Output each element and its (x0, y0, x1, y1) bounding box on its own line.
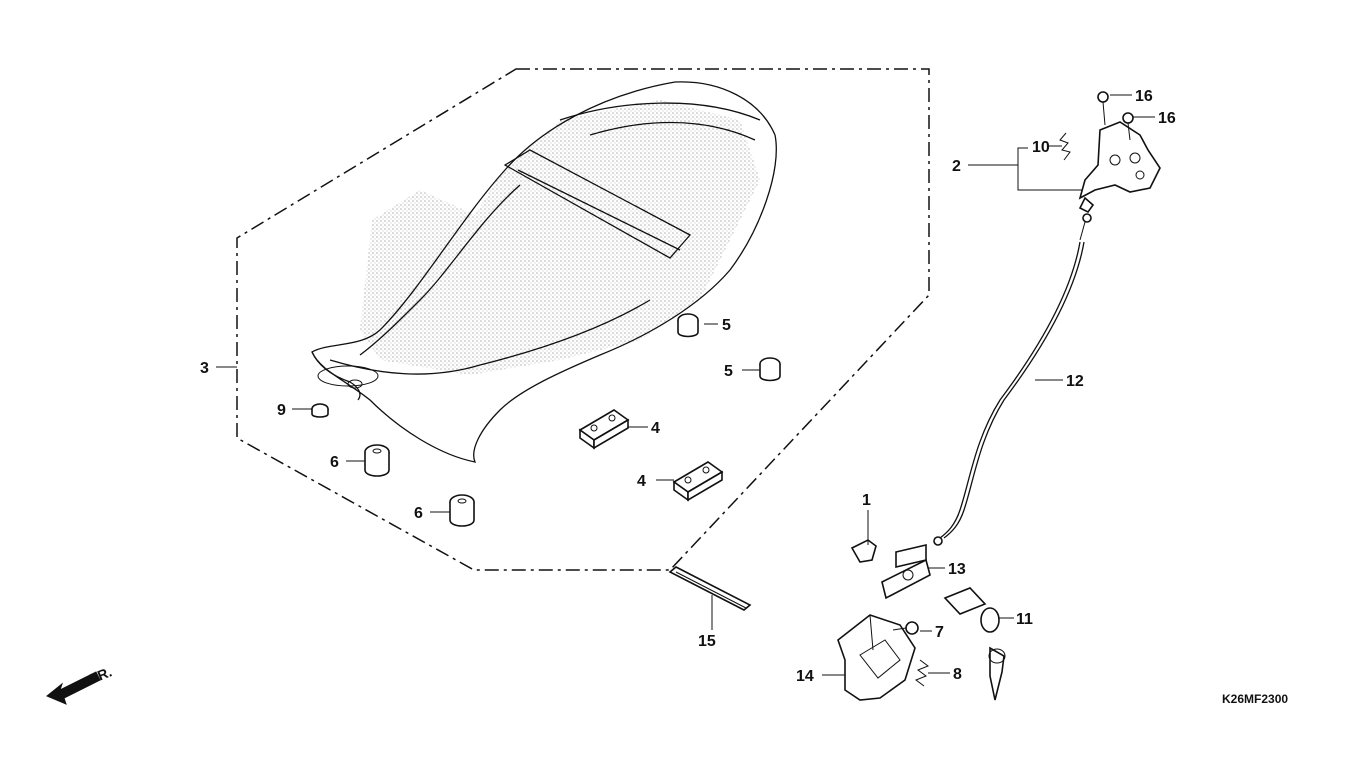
bracket-4b (672, 461, 724, 502)
callout-4b: 4 (637, 473, 646, 490)
callout-5b: 5 (724, 363, 733, 380)
front-arrow-icon (46, 671, 101, 705)
seat-lock-cable (933, 213, 1092, 546)
callout-6b: 6 (414, 505, 423, 522)
clip-1 (850, 539, 877, 563)
spring-15 (914, 659, 930, 687)
callout-12: 14 (796, 668, 814, 685)
callout-3: 3 (200, 360, 209, 377)
front-direction-indicator: FR. (46, 663, 114, 705)
bolt-14 (892, 621, 919, 635)
front-label: FR. (87, 663, 114, 686)
leader-lines (216, 94, 1155, 676)
diagram-code: K26MF2300 (1222, 692, 1288, 706)
rubber-cushion-5b (759, 357, 781, 382)
callout-16a: 16 (1135, 88, 1153, 105)
callout-15: 8 (953, 666, 962, 683)
cushion-6a (364, 444, 390, 477)
bracket-4a (578, 409, 630, 450)
grommet-7 (311, 403, 329, 418)
bracket-11 (881, 543, 931, 600)
key-cylinder-9 (943, 587, 1006, 701)
callout-9: 11 (1016, 611, 1033, 628)
callout-14: 7 (935, 624, 944, 641)
callout-7: 9 (277, 402, 286, 419)
callout-13: 15 (698, 633, 716, 650)
callout-4a: 4 (651, 420, 660, 437)
callout-5a: 5 (722, 317, 731, 334)
callout-16b: 16 (1158, 110, 1176, 127)
assembly-boundary (236, 68, 930, 571)
callout-11: 13 (948, 561, 966, 578)
lock-bracket-12 (837, 614, 916, 701)
callout-6a: 6 (330, 454, 339, 471)
seat (311, 81, 777, 463)
callout-8: 10 (1032, 139, 1050, 156)
callout-2: 2 (952, 158, 961, 175)
callout-10: 12 (1066, 373, 1084, 390)
seat-latch-assembly (1059, 91, 1161, 214)
strip-13 (668, 566, 752, 611)
cushion-6b (449, 494, 475, 527)
rubber-cushion-5a (677, 313, 699, 338)
callout-1: 1 (862, 492, 871, 509)
